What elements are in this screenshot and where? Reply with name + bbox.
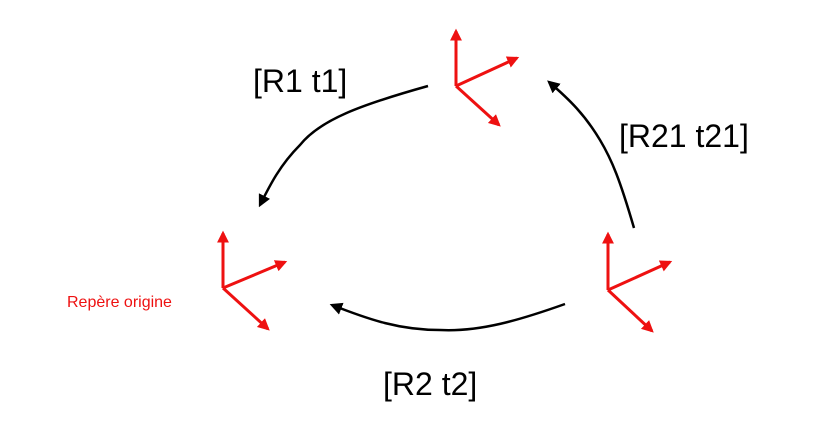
- label-r2-t2: [R2 t2]: [383, 366, 477, 402]
- arrow-r21-t21: [547, 80, 636, 229]
- frame-top: [450, 28, 520, 127]
- frame-right-y-axis: [607, 260, 673, 292]
- arrow-r1-t1: [258, 84, 429, 208]
- frame-origin-x-axis: [221, 286, 270, 331]
- frame-top-y-axis: [455, 56, 520, 88]
- arrow-r2-t2: [329, 302, 566, 332]
- frame-right-x-axis: [606, 288, 654, 333]
- label-origin-frame: Repère origine: [67, 294, 172, 311]
- label-r21-t21: [R21 t21]: [619, 118, 749, 154]
- frame-top-x-axis: [454, 84, 501, 127]
- frame-origin-y-axis: [222, 260, 288, 290]
- label-r1-t1: [R1 t1]: [253, 63, 347, 99]
- frame-right: [602, 231, 673, 333]
- frame-origin: [217, 230, 288, 331]
